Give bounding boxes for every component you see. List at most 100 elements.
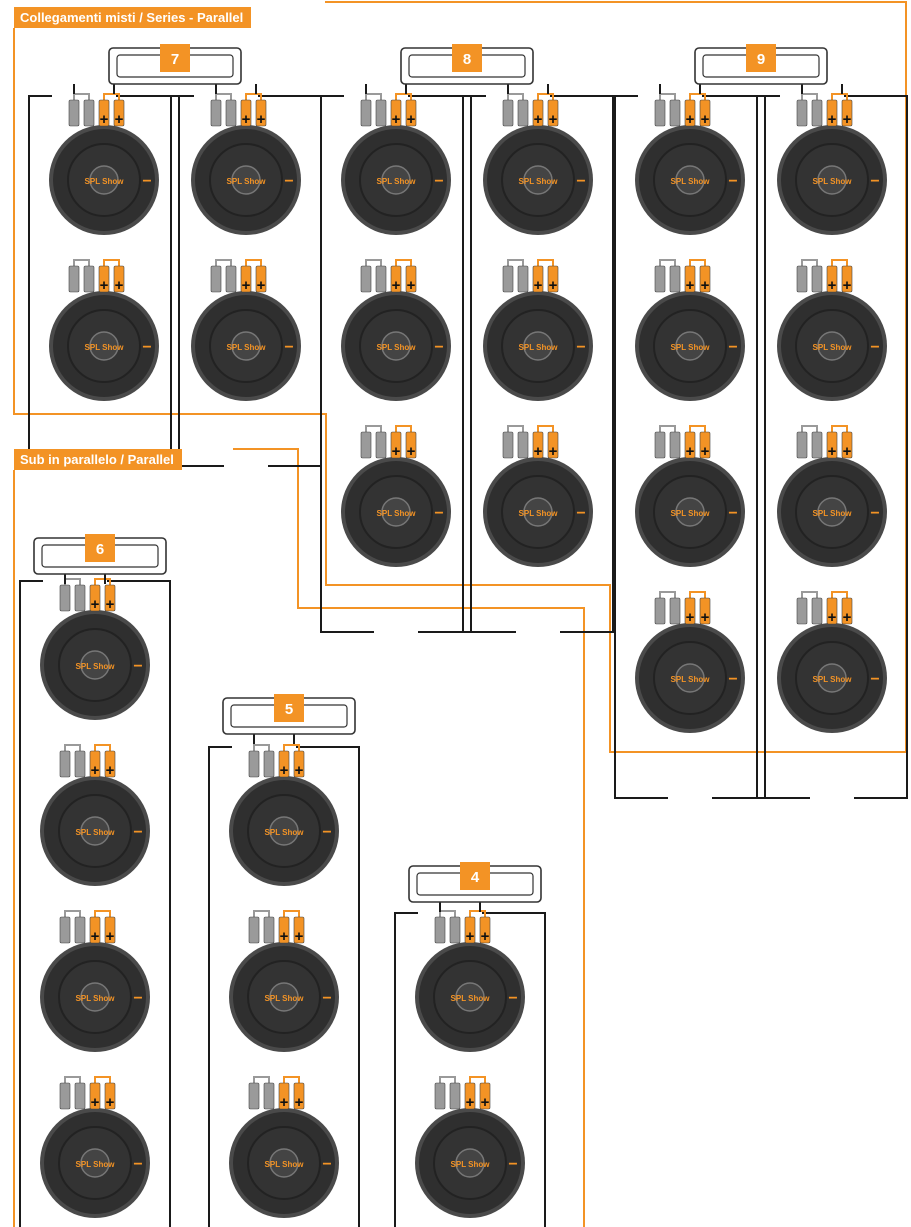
negative-terminal-icon bbox=[502, 431, 514, 459]
negative-terminal-icon bbox=[225, 99, 237, 127]
wire bbox=[208, 746, 360, 1227]
wire bbox=[439, 902, 481, 912]
negative-terminal-icon bbox=[263, 750, 275, 778]
wire bbox=[73, 84, 115, 94]
subwoofer: SPL Show−++ bbox=[40, 910, 150, 1052]
positive-terminal-icon bbox=[684, 597, 696, 625]
positive-terminal-icon bbox=[390, 431, 402, 459]
wire bbox=[19, 580, 171, 1227]
minus-symbol: − bbox=[576, 505, 585, 522]
plus-symbol: + bbox=[481, 928, 490, 945]
negative-terminal-icon bbox=[449, 916, 461, 944]
plus-symbol: + bbox=[534, 111, 543, 128]
wire bbox=[507, 84, 549, 94]
plus-symbol: + bbox=[534, 443, 543, 460]
subwoofer: SPL Show−++ bbox=[191, 93, 301, 235]
plus-symbol: + bbox=[257, 277, 266, 294]
plus-symbol: + bbox=[91, 596, 100, 613]
wire bbox=[64, 574, 106, 584]
positive-terminal-icon bbox=[684, 431, 696, 459]
positive-terminal-icon bbox=[479, 916, 491, 944]
plus-symbol: + bbox=[828, 111, 837, 128]
negative-terminal-icon bbox=[796, 99, 808, 127]
spl-show-logo: SPL Show bbox=[265, 828, 305, 837]
positive-terminal-icon bbox=[278, 1082, 290, 1110]
spl-show-logo: SPL Show bbox=[85, 177, 125, 186]
amplifier-number: 7 bbox=[171, 51, 179, 68]
negative-terminal-icon bbox=[502, 265, 514, 293]
positive-terminal-icon bbox=[684, 99, 696, 127]
minus-symbol: − bbox=[728, 505, 737, 522]
subwoofer: SPL Show−++ bbox=[40, 578, 150, 720]
negative-terminal-icon bbox=[811, 265, 823, 293]
positive-terminal-icon bbox=[113, 265, 125, 293]
positive-terminal-icon bbox=[841, 265, 853, 293]
spl-show-logo: SPL Show bbox=[813, 177, 853, 186]
negative-terminal-icon bbox=[796, 431, 808, 459]
positive-terminal-icon bbox=[293, 1082, 305, 1110]
wire bbox=[756, 95, 908, 799]
plus-symbol: + bbox=[295, 762, 304, 779]
spl-show-logo: SPL Show bbox=[813, 509, 853, 518]
plus-symbol: + bbox=[106, 928, 115, 945]
plus-symbol: + bbox=[828, 277, 837, 294]
negative-terminal-icon bbox=[375, 99, 387, 127]
wire bbox=[614, 95, 766, 799]
negative-terminal-icon bbox=[517, 265, 529, 293]
positive-terminal-icon bbox=[841, 597, 853, 625]
minus-symbol: − bbox=[322, 1156, 331, 1173]
plus-symbol: + bbox=[701, 443, 710, 460]
plus-symbol: + bbox=[549, 277, 558, 294]
positive-terminal-icon bbox=[464, 916, 476, 944]
positive-terminal-icon bbox=[405, 99, 417, 127]
wire bbox=[462, 95, 614, 633]
positive-terminal-icon bbox=[390, 99, 402, 127]
amplifier-icon: 9 bbox=[694, 44, 828, 85]
negative-terminal-icon bbox=[68, 265, 80, 293]
amplifier-label-box bbox=[85, 534, 115, 562]
subwoofer: SPL Show−++ bbox=[229, 744, 339, 886]
spl-show-logo: SPL Show bbox=[265, 1160, 305, 1169]
positive-terminal-icon bbox=[479, 1082, 491, 1110]
amplifier-label-box bbox=[274, 694, 304, 722]
spl-show-logo: SPL Show bbox=[227, 343, 267, 352]
positive-terminal-icon bbox=[699, 431, 711, 459]
positive-terminal-icon bbox=[699, 99, 711, 127]
plus-symbol: + bbox=[242, 277, 251, 294]
plus-symbol: + bbox=[686, 443, 695, 460]
plus-symbol: + bbox=[843, 609, 852, 626]
wire bbox=[215, 84, 257, 94]
negative-terminal-icon bbox=[669, 265, 681, 293]
positive-terminal-icon bbox=[841, 99, 853, 127]
plus-symbol: + bbox=[106, 1094, 115, 1111]
amplifier-label-box bbox=[746, 44, 776, 72]
positive-terminal-icon bbox=[240, 265, 252, 293]
plus-symbol: + bbox=[407, 111, 416, 128]
minus-symbol: − bbox=[133, 990, 142, 1007]
negative-terminal-icon bbox=[248, 750, 260, 778]
positive-terminal-icon bbox=[89, 584, 101, 612]
spl-show-logo: SPL Show bbox=[451, 1160, 491, 1169]
subwoofer: SPL Show−++ bbox=[635, 93, 745, 235]
plus-symbol: + bbox=[686, 609, 695, 626]
plus-symbol: + bbox=[828, 609, 837, 626]
amplifier-icon: 4 bbox=[408, 862, 542, 903]
subwoofer: SPL Show−++ bbox=[229, 1076, 339, 1218]
subwoofer: SPL Show−++ bbox=[777, 93, 887, 235]
positive-terminal-icon bbox=[547, 99, 559, 127]
plus-symbol: + bbox=[466, 1094, 475, 1111]
negative-terminal-icon bbox=[654, 597, 666, 625]
plus-symbol: + bbox=[100, 277, 109, 294]
wire bbox=[659, 84, 701, 94]
negative-terminal-icon bbox=[654, 265, 666, 293]
subwoofer: SPL Show−++ bbox=[341, 93, 451, 235]
parallel-border bbox=[13, 448, 585, 1227]
amplifier-number: 6 bbox=[96, 541, 104, 558]
minus-symbol: − bbox=[728, 173, 737, 190]
negative-terminal-icon bbox=[796, 597, 808, 625]
subwoofer: SPL Show−++ bbox=[191, 259, 301, 401]
minus-symbol: − bbox=[142, 339, 151, 356]
spl-show-logo: SPL Show bbox=[451, 994, 491, 1003]
negative-terminal-icon bbox=[811, 431, 823, 459]
amplifier-number: 8 bbox=[463, 51, 471, 68]
